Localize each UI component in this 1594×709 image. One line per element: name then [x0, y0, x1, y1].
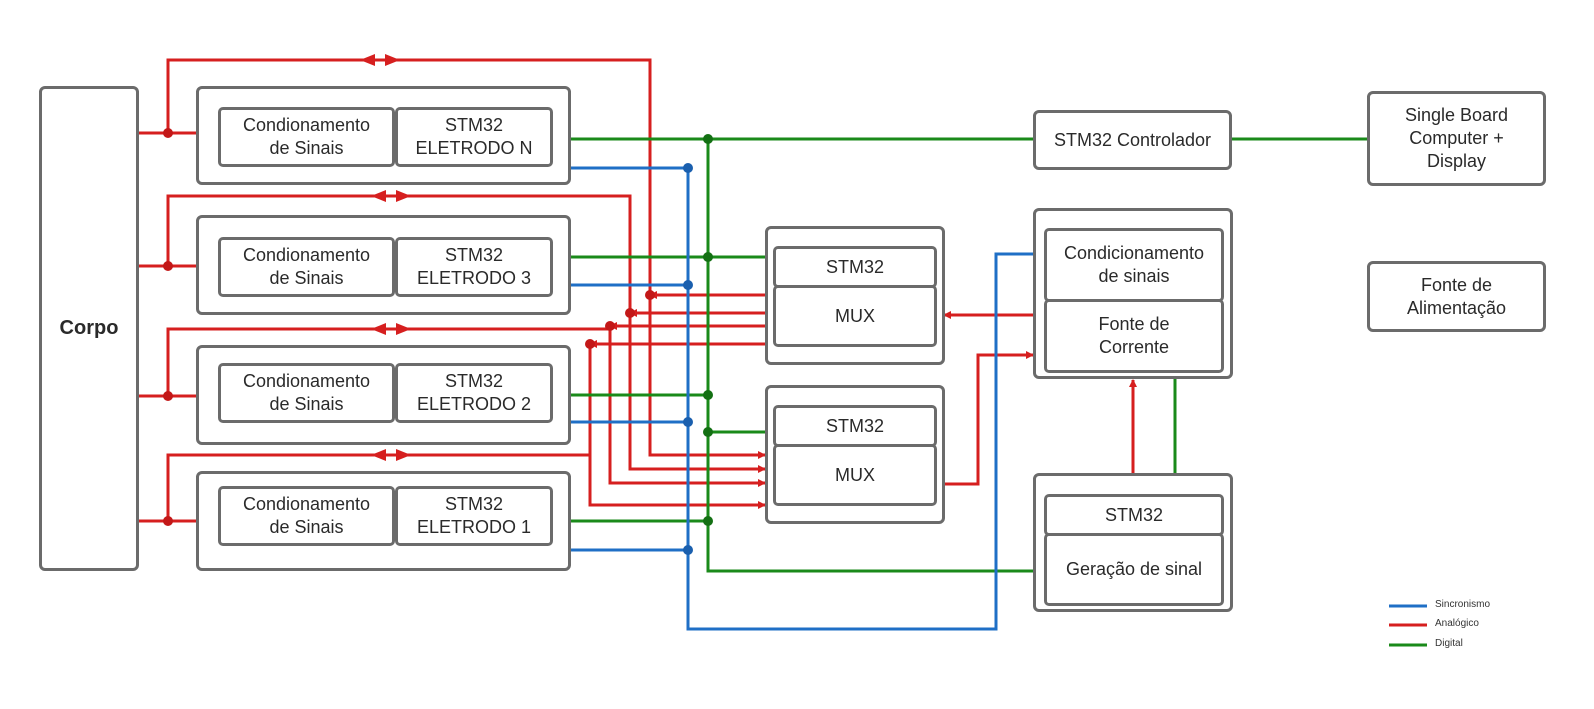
- electrode-2-block: Condionamento de Sinais STM32 ELETRODO 2: [196, 345, 571, 445]
- analog-loop-1: [166, 453, 590, 521]
- digital-lines: [571, 137, 1367, 573]
- stm32-controller-block: STM32 Controlador: [1033, 110, 1232, 170]
- electrode-1-conditioning: Condionamento de Sinais: [218, 486, 395, 546]
- sync-lines: [571, 166, 1033, 631]
- electrode-3-conditioning: Condionamento de Sinais: [218, 237, 395, 297]
- signal-gen-block: STM32 Geração de sinal: [1033, 473, 1233, 612]
- sbc-label: Single Board Computer + Display: [1404, 105, 1509, 171]
- analog-loop-n: [166, 58, 652, 295]
- electrode-3-block: Condionamento de Sinais STM32 ELETRODO 3: [196, 215, 571, 315]
- legend-lines: [1389, 604, 1427, 647]
- sync-junctions: [683, 163, 693, 555]
- analog-junctions: [163, 128, 655, 526]
- controller-label: STM32 Controlador: [1053, 129, 1212, 150]
- electrode-n-block: Condionamento de Sinais STM32 ELETRODO N: [196, 86, 571, 185]
- body-block: Corpo: [39, 86, 139, 571]
- electrode-3-stm32: STM32 ELETRODO 3: [395, 237, 553, 297]
- mux-top-mux: MUX: [773, 285, 937, 347]
- digital-vertical-bus: [706, 139, 1033, 573]
- bidirectional-arrows: [360, 54, 411, 461]
- signal-gen-stm32: STM32: [1044, 494, 1224, 536]
- mux-top-block: STM32 MUX: [765, 226, 945, 365]
- legend-digital-label: Digital: [1435, 638, 1463, 649]
- legend-analog-label: Analógico: [1435, 618, 1479, 629]
- mux-bottom-stm32: STM32: [773, 405, 937, 447]
- sbc-display-block: Single Board Computer + Display: [1367, 91, 1546, 186]
- analog-bus-bot-2: [628, 313, 766, 473]
- electrode-2-conditioning: Condionamento de Sinais: [218, 363, 395, 423]
- electrode-2-stm32: STM32 ELETRODO 2: [395, 363, 553, 423]
- power-label: Fonte de Alimentação: [1406, 274, 1507, 318]
- analog-bus-bot-1: [648, 295, 766, 459]
- mux-bottom-block: STM32 MUX: [765, 385, 945, 524]
- analog-mux-to-source: [944, 351, 1034, 486]
- electrode-1-block: Condionamento de Sinais STM32 ELETRODO 1: [196, 471, 571, 571]
- power-supply-block: Fonte de Alimentação: [1367, 261, 1546, 332]
- current-source-conditioning: Condicionamento de sinais: [1044, 228, 1224, 302]
- analog-bus-bot-4: [588, 344, 766, 509]
- mux-bottom-mux: MUX: [773, 444, 937, 506]
- signal-gen-generation: Geração de sinal: [1044, 533, 1224, 606]
- current-source-source: Fonte de Corrente: [1044, 299, 1224, 373]
- electrode-1-stm32: STM32 ELETRODO 1: [395, 486, 553, 546]
- electrode-n-stm32: STM32 ELETRODO N: [395, 107, 553, 167]
- sync-bus: [686, 168, 1033, 631]
- digital-junctions: [703, 134, 713, 526]
- mux-top-stm32: STM32: [773, 246, 937, 288]
- legend-sync-label: Sincronismo: [1435, 599, 1491, 610]
- current-source-block: Condicionamento de sinais Fonte de Corre…: [1033, 208, 1233, 379]
- analog-bus-bot-3: [608, 326, 766, 487]
- body-label: Corpo: [59, 317, 119, 339]
- electrode-n-conditioning: Condionamento de Sinais: [218, 107, 395, 167]
